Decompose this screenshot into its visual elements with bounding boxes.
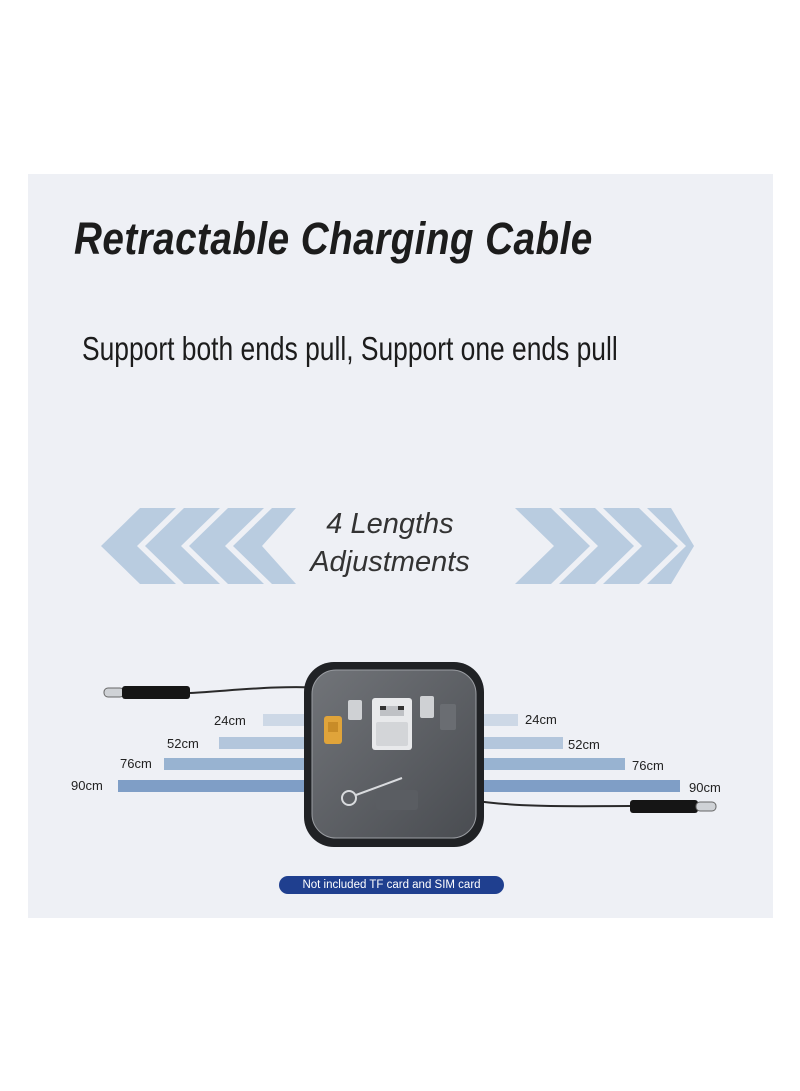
length-bar-52-right xyxy=(470,737,563,749)
usb-c-connector-icon xyxy=(630,800,717,813)
length-label-76-left: 76cm xyxy=(120,756,152,771)
note-badge: Not included TF card and SIM card xyxy=(279,876,504,894)
length-label-52-left: 52cm xyxy=(167,736,199,751)
length-label-90-right: 90cm xyxy=(689,780,721,795)
lengths-heading-line1: 4 Lengths xyxy=(326,508,454,540)
length-label-24-right: 24cm xyxy=(525,712,557,727)
length-bar-76-right xyxy=(470,758,625,770)
length-bar-52-left xyxy=(219,737,323,749)
page-title: Retractable Charging Cable xyxy=(74,213,593,264)
length-bar-76-left xyxy=(164,758,323,770)
usb-c-connector-icon xyxy=(103,686,190,699)
length-label-24-left: 24cm xyxy=(214,713,246,728)
length-label-52-right: 52cm xyxy=(568,737,600,752)
lengths-heading-line2: Adjustments xyxy=(310,546,470,578)
length-bar-90-left xyxy=(118,780,323,792)
length-label-76-right: 76cm xyxy=(632,758,664,773)
length-label-90-left: 90cm xyxy=(71,778,103,793)
length-bar-90-right xyxy=(470,780,680,792)
chevron-right-icon xyxy=(515,508,694,584)
chevron-left-icon xyxy=(101,508,296,584)
lengths-heading: 4 Lengths Adjustments xyxy=(275,505,505,581)
page-subtitle: Support both ends pull, Support one ends… xyxy=(82,330,618,367)
